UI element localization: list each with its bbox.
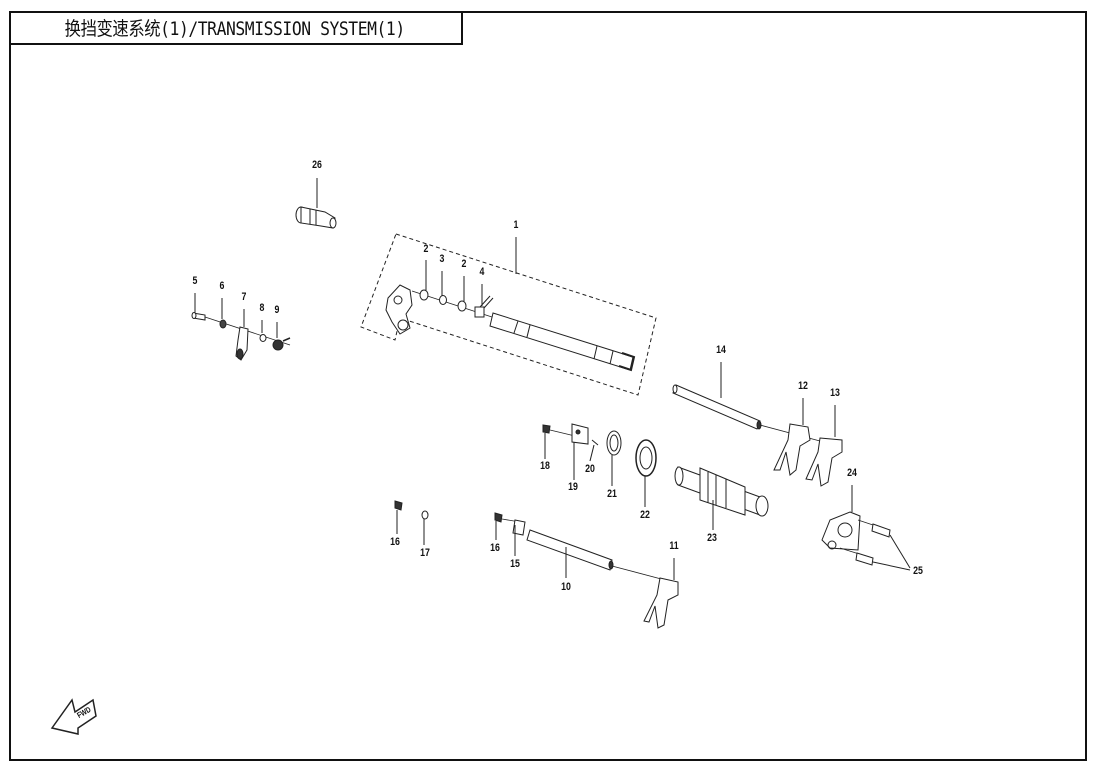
parts-18-23-drum xyxy=(542,423,769,530)
callout-c2b: 2 xyxy=(461,258,467,270)
callout-c12: 12 xyxy=(798,380,808,392)
callout-c11: 11 xyxy=(669,540,679,552)
parts-10-11-15-17-shaft-fork xyxy=(394,500,679,629)
callout-c14: 14 xyxy=(716,344,726,356)
callout-c13: 13 xyxy=(830,387,840,399)
callout-c2a: 2 xyxy=(423,243,429,255)
callout-c3: 3 xyxy=(439,253,445,265)
callout-c15: 15 xyxy=(510,558,520,570)
title-block: 换挡变速系统(1)/TRANSMISSION SYSTEM(1) xyxy=(9,11,463,45)
callout-c1: 1 xyxy=(513,219,519,231)
callout-c16b: 16 xyxy=(490,542,500,554)
callout-c10: 10 xyxy=(561,581,571,593)
fwd-arrow-icon xyxy=(50,698,97,735)
callout-c21: 21 xyxy=(607,488,617,500)
callout-c26: 26 xyxy=(312,159,322,171)
callout-c18: 18 xyxy=(540,460,550,472)
callout-c23: 23 xyxy=(707,532,717,544)
parts-24-25-bearing-plate xyxy=(821,485,911,571)
callout-c24: 24 xyxy=(847,467,857,479)
callout-c9: 9 xyxy=(274,304,280,316)
callout-c25: 25 xyxy=(913,565,923,577)
callout-c6: 6 xyxy=(219,280,225,292)
part-26-fitting xyxy=(295,178,337,229)
callout-c5: 5 xyxy=(192,275,198,287)
callout-c20: 20 xyxy=(585,463,595,475)
parts-12-14-fork-shaft xyxy=(672,362,843,487)
callout-c22: 22 xyxy=(640,509,650,521)
page-title: 换挡变速系统(1)/TRANSMISSION SYSTEM(1) xyxy=(64,17,406,40)
part-1-shift-shaft-assembly xyxy=(360,233,657,396)
callout-c7: 7 xyxy=(241,291,247,303)
callout-c17: 17 xyxy=(420,547,430,559)
parts-5-9-stopper-arm xyxy=(191,293,291,361)
callout-c4: 4 xyxy=(479,266,485,278)
drawing-frame xyxy=(9,11,1087,761)
callout-c16a: 16 xyxy=(390,536,400,548)
callout-c19: 19 xyxy=(568,481,578,493)
callout-c8: 8 xyxy=(259,302,265,314)
